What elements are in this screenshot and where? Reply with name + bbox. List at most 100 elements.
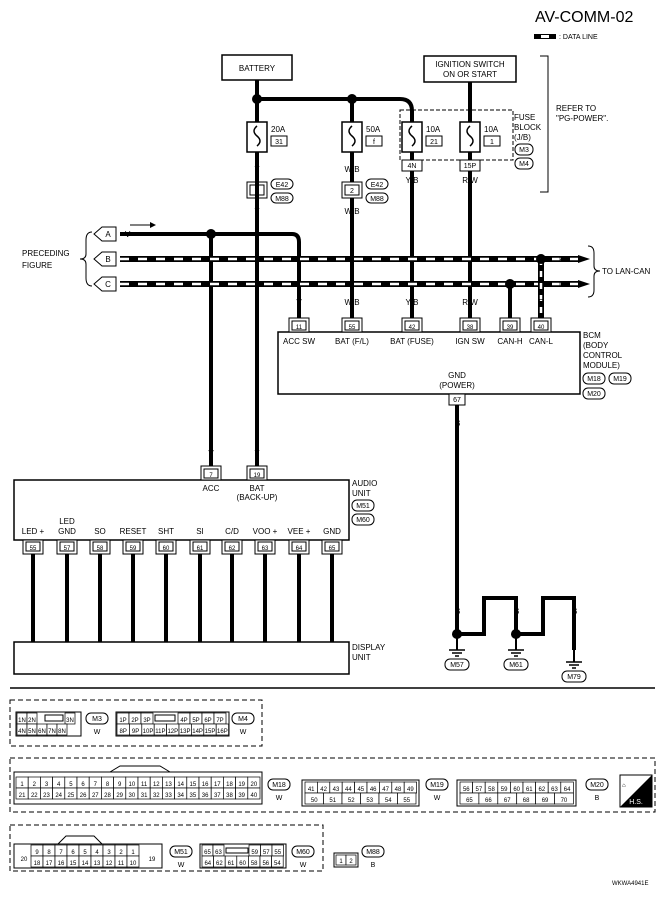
audio-in-number: 19: [254, 473, 261, 479]
connector-cell: 38: [226, 793, 233, 799]
connector-cell: 8P: [120, 729, 127, 735]
bcm-wire-color: Y/B: [406, 298, 419, 307]
battery-splice: [252, 94, 262, 104]
connector-cell: 6N: [38, 729, 46, 735]
audio-out-number: 58: [97, 546, 104, 552]
can-drops: [505, 254, 546, 319]
connector-cell: 8: [47, 850, 51, 856]
connector-color: W: [300, 862, 307, 869]
bcm-wire-color: V: [296, 298, 302, 307]
connector-cell: 2: [349, 859, 353, 865]
connector-cell: 31: [141, 793, 148, 799]
connector-cell: 36: [202, 793, 209, 799]
connector-cell: 64: [204, 861, 211, 867]
connector-cell: 7P: [216, 718, 223, 724]
connector-cell: 6: [81, 782, 85, 788]
connector-cell: 62: [216, 861, 223, 867]
connector-cell: 25: [68, 793, 75, 799]
bcm-pin-number: 40: [538, 325, 545, 331]
connector-cell: 19: [149, 857, 156, 863]
ignition-label-1: IGNITION SWITCH: [435, 60, 505, 69]
connector-cell: 7: [59, 850, 63, 856]
e42-connectors: 1E42M882E42M88: [246, 178, 389, 206]
svg-text:UNIT: UNIT: [352, 653, 371, 662]
hs-badge: ⌂ H.S.: [619, 774, 653, 808]
connector-cell: 65: [466, 798, 473, 804]
audio-out-label: RESET: [120, 527, 147, 536]
connector-cell: 37: [214, 793, 221, 799]
connector-cell: 11: [141, 782, 148, 788]
connector-cell: 59: [251, 850, 258, 856]
connector-ref: M51: [174, 849, 188, 856]
connector-cell: 56: [463, 787, 470, 793]
connector-cell: 63: [551, 787, 558, 793]
audio-out-pin-60: SHT 60: [155, 527, 177, 642]
connector-cell: 50: [311, 798, 318, 804]
audio-out-label: SO: [94, 527, 106, 536]
bcm-wire-color: P: [538, 298, 543, 307]
connector-ref: M3: [92, 716, 102, 723]
svg-text:M4: M4: [519, 161, 529, 168]
connector-cell: 58: [488, 787, 495, 793]
connector-cell: 44: [345, 787, 352, 793]
connector-cell: 61: [228, 861, 235, 867]
audio-out-number: 61: [197, 546, 204, 552]
svg-text:M19: M19: [613, 376, 627, 383]
acc-wire: [120, 232, 301, 470]
audio-unit-box: [13, 479, 350, 541]
ground-M79: M79: [561, 650, 587, 683]
svg-text:M3: M3: [519, 147, 529, 154]
bcm-pin-label: BAT (F/L): [335, 337, 369, 346]
fuse-splice: [347, 94, 357, 104]
connector-cell: 9: [118, 782, 122, 788]
audio-out-label: SHT: [158, 527, 174, 536]
connector-color: W: [434, 795, 441, 802]
flag-letter: B: [105, 255, 110, 264]
connector-cell: 15: [190, 782, 197, 788]
bcm-refs: M18 M19 M20: [582, 372, 632, 400]
connector-cell: 60: [239, 861, 246, 867]
connector-cell: 2N: [28, 718, 36, 724]
connector-cell: 70: [561, 798, 568, 804]
e42-ref: E42: [371, 182, 384, 189]
connector-cell: 32: [153, 793, 160, 799]
preceding-figure-label: PRECEDING FIGURE: [22, 231, 93, 287]
fuse-block-pin: 15P: [464, 163, 477, 170]
connector-ref: M60: [296, 849, 310, 856]
bcm-ground: GND (POWER) 67 B: [439, 371, 475, 634]
connector-cell: 59: [501, 787, 508, 793]
ground-ref: M57: [450, 662, 464, 669]
connector-cell: 8: [106, 782, 110, 788]
svg-text:B: B: [572, 607, 577, 616]
fuse-block-pin: 4N: [408, 163, 417, 170]
bcm-pin-label: CAN-L: [529, 337, 554, 346]
audio-output-pins: LED +55LEDGND57SO58RESET59SHT60SI61C/D62…: [22, 517, 343, 642]
connector-cell: 41: [308, 787, 315, 793]
audio-out-number: 65: [329, 546, 336, 552]
connector-cell: 20: [251, 782, 258, 788]
connector-cell: 61: [526, 787, 533, 793]
flag-letter: A: [105, 230, 111, 239]
audio-out-pin-61: SI 61: [189, 527, 211, 642]
connector-cell: 1: [339, 859, 343, 865]
audio-in-number: 7: [209, 473, 213, 479]
connector-cell: 42: [320, 787, 327, 793]
connector-cell: 30: [129, 793, 136, 799]
audio-out-number: 60: [163, 546, 170, 552]
connector-cell: 64: [564, 787, 571, 793]
connector-cell: 4P: [180, 718, 187, 724]
svg-text:(POWER): (POWER): [439, 381, 475, 390]
connector-cell: 3: [107, 850, 111, 856]
connector-cell: 14: [82, 861, 89, 867]
audio-out-label: SI: [196, 527, 204, 536]
